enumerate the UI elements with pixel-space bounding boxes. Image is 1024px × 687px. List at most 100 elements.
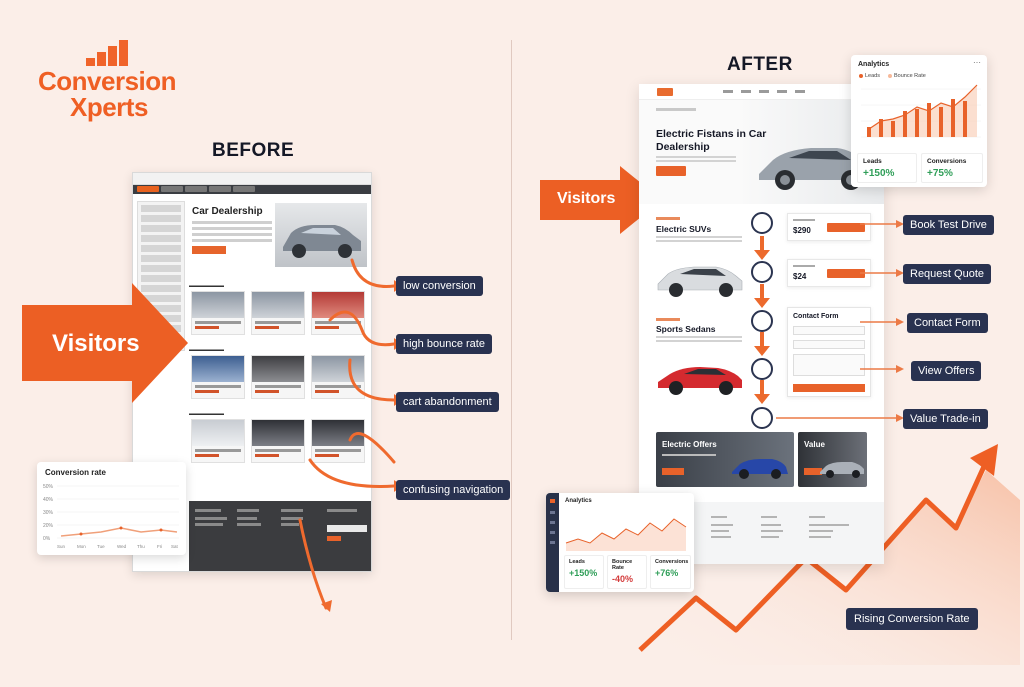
old-top-bar xyxy=(133,173,371,185)
callout-cart-abandonment: cart abandonment xyxy=(396,392,499,412)
callout-confusing-navigation: confusing navigation xyxy=(396,480,511,500)
hero-button xyxy=(656,166,686,176)
contact-form-title: Contact Form xyxy=(793,313,839,320)
x-tick: Sun xyxy=(57,544,66,549)
x-tick: Thu xyxy=(137,544,145,549)
divider xyxy=(511,40,512,640)
after-heading: AFTER xyxy=(727,54,793,75)
more-icon[interactable]: ⋯ xyxy=(973,58,981,67)
old-car-card xyxy=(251,355,305,399)
form-field-email xyxy=(793,340,865,349)
after-visitors-arrow-icon xyxy=(540,166,662,234)
dashboard-card: Analytics Leads +150% Bounce Rate -40% C… xyxy=(546,493,694,592)
person-icon xyxy=(751,261,773,283)
action-contact-form: Contact Form xyxy=(907,313,988,333)
old-hero-car-image xyxy=(275,203,367,267)
analytics-chart xyxy=(861,84,981,138)
stat-conversions: Conversions +75% xyxy=(921,153,983,183)
old-car-card xyxy=(191,419,245,463)
conversion-rate-card: Conversion rate 50% 40% 30% 20% 0% Sun M… xyxy=(37,462,186,555)
sedan-car-image xyxy=(658,367,742,395)
dash-stat-bounce-rate: Bounce Rate -40% xyxy=(607,555,647,589)
visitors-label: Visitors xyxy=(52,330,140,357)
form-submit-button xyxy=(793,384,865,392)
old-car-card xyxy=(191,355,245,399)
y-tick: 50% xyxy=(43,484,54,490)
old-section-label: ▬▬▬▬▬▬▬ xyxy=(189,283,224,289)
section-title-sports-sedans: Sports Sedans xyxy=(656,324,716,334)
y-tick: 0% xyxy=(43,536,51,542)
old-car-card xyxy=(311,419,365,463)
conversion-rate-title: Conversion rate xyxy=(45,468,106,477)
form-field-message xyxy=(793,354,865,376)
analytics-card: Analytics ⋯ Leads Bounce Rate Leads +150… xyxy=(851,55,987,187)
dashboard-sidebar xyxy=(546,493,559,592)
old-nav-bar xyxy=(133,185,371,194)
action-request-quote: Request Quote xyxy=(903,264,991,284)
contact-form-card: Contact Form xyxy=(787,307,871,397)
logo-text-line2: Xperts xyxy=(70,92,148,122)
value-title: Value xyxy=(804,440,825,449)
old-website-mockup: Car Dealership ▬▬▬▬▬▬▬ ▬▬▬▬▬▬▬ ▬▬▬▬▬▬▬ xyxy=(132,172,372,572)
hero-subtext xyxy=(656,156,736,164)
logo-bars-icon xyxy=(86,40,136,66)
new-hero-title: Electric Fistans in Car Dealership xyxy=(656,128,767,153)
old-section-label: ▬▬▬▬▬▬▬ xyxy=(189,411,224,417)
dashboard-chart xyxy=(565,518,687,551)
rising-conversion-rate-label: Rising Conversion Rate xyxy=(846,608,978,630)
person-icon xyxy=(751,358,773,380)
old-footer xyxy=(189,501,371,571)
price-card-2: $24 xyxy=(787,259,871,287)
person-icon xyxy=(751,212,773,234)
new-logo-icon xyxy=(657,88,673,96)
callout-high-bounce-rate: high bounce rate xyxy=(396,334,492,354)
stat-leads: Leads +150% xyxy=(857,153,917,183)
y-tick: 40% xyxy=(43,497,54,503)
y-tick: 30% xyxy=(43,510,54,516)
book-test-drive-mini-button xyxy=(827,223,865,232)
person-icon xyxy=(751,310,773,332)
x-tick: Mon xyxy=(77,544,86,549)
conversion-rate-chart: 50% 40% 30% 20% 0% Sun Mon Tue Wed Thu F… xyxy=(43,484,179,549)
before-arrows-icon xyxy=(298,258,402,612)
x-tick: Wed xyxy=(117,544,127,549)
old-car-card xyxy=(251,291,305,335)
x-tick: Fri xyxy=(157,544,162,549)
person-icon xyxy=(751,407,773,429)
suv-car-image xyxy=(657,266,743,297)
price-card-1: $290 xyxy=(787,213,871,241)
old-car-card xyxy=(251,419,305,463)
after-visitors-label: Visitors xyxy=(557,190,616,207)
before-heading: BEFORE xyxy=(212,140,295,161)
legend-leads: Leads xyxy=(859,73,880,79)
electric-offers-title: Electric Offers xyxy=(662,440,717,449)
dash-stat-conversions: Conversions +76% xyxy=(650,555,691,589)
x-tick: Tue xyxy=(97,544,105,549)
old-section-label: ▬▬▬▬▬▬▬ xyxy=(189,347,224,353)
logo-text-line1: Conversion xyxy=(38,66,177,96)
old-hero-button xyxy=(192,246,226,254)
analytics-legend: Leads Bounce Rate xyxy=(859,73,926,79)
old-car-card xyxy=(311,355,365,399)
dash-stat-leads: Leads +150% xyxy=(564,555,604,589)
price-value-1: $290 xyxy=(793,226,811,235)
old-hero-title: Car Dealership xyxy=(192,206,263,217)
action-book-test-drive: Book Test Drive xyxy=(903,215,994,235)
value-banner: Value xyxy=(798,432,867,487)
old-car-card xyxy=(191,291,245,335)
action-value-trade-in: Value Trade-in xyxy=(903,409,988,429)
visitors-arrow-icon xyxy=(22,283,188,403)
section-title-electric-suvs: Electric SUVs xyxy=(656,224,712,234)
form-field-name xyxy=(793,326,865,335)
x-tick: Sat xyxy=(171,544,179,549)
electric-offers-banner: Electric Offers xyxy=(656,432,794,487)
request-quote-mini-button xyxy=(827,269,865,278)
analytics-title: Analytics xyxy=(858,61,890,68)
dashboard-title: Analytics xyxy=(565,498,592,504)
price-value-2: $24 xyxy=(793,272,807,281)
action-view-offers: View Offers xyxy=(911,361,982,381)
y-tick: 20% xyxy=(43,523,54,529)
callout-low-conversion: low conversion xyxy=(396,276,483,296)
new-nav-bar xyxy=(639,84,884,100)
old-hero-text xyxy=(192,221,272,245)
